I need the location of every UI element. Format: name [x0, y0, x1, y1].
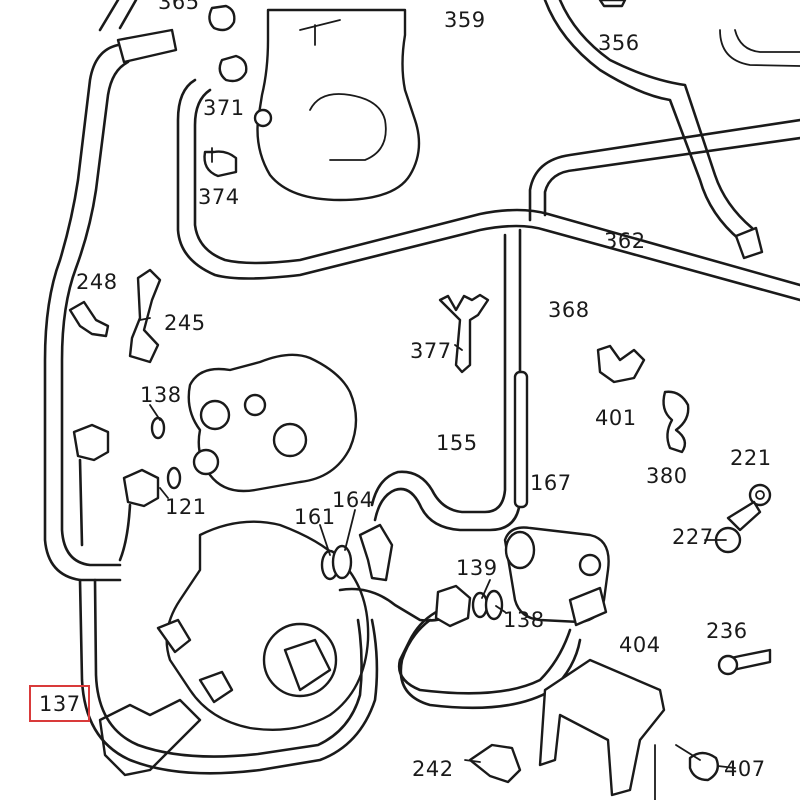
- callout-359: 359: [444, 8, 486, 32]
- callout-365: 365: [158, 0, 200, 14]
- callout-139: 139: [456, 556, 498, 580]
- callout-121: 121: [165, 495, 207, 519]
- fuel-filter: [253, 8, 421, 202]
- fuel-hoses-upper: [176, 0, 800, 302]
- callout-221: 221: [730, 446, 772, 470]
- callout-407: 407: [724, 757, 766, 781]
- leader-lines: [139, 317, 736, 800]
- callout-248: 248: [76, 270, 118, 294]
- bracket-245: [68, 268, 162, 364]
- callout-167: 167: [530, 471, 572, 495]
- callout-155: 155: [436, 431, 478, 455]
- callout-362: 362: [604, 229, 646, 253]
- hose-clamps: [203, 4, 248, 178]
- callout-138-upper: 138: [140, 383, 182, 407]
- callout-161: 161: [294, 505, 336, 529]
- sealing-rings: [320, 544, 504, 621]
- callout-404: 404: [619, 633, 661, 657]
- callout-242: 242: [412, 757, 454, 781]
- callout-377: 377: [410, 339, 452, 363]
- callout-356: 356: [598, 31, 640, 55]
- small-parts-right: [438, 293, 772, 784]
- distributor-block: [503, 526, 610, 627]
- connectors-left: [72, 423, 160, 562]
- bracket-404: [538, 658, 666, 797]
- callout-401: 401: [595, 406, 637, 430]
- callout-245: 245: [164, 311, 206, 335]
- callout-164: 164: [332, 488, 374, 512]
- callout-138-lower: 138: [503, 608, 545, 632]
- fuel-hose-center: [358, 228, 522, 582]
- callout-368: 368: [548, 298, 590, 322]
- fuel-hose-left: [43, 0, 178, 582]
- callout-380: 380: [646, 464, 688, 488]
- callout-227: 227: [672, 525, 714, 549]
- callout-374: 374: [198, 185, 240, 209]
- callout-236: 236: [706, 619, 748, 643]
- callout-371: 371: [203, 96, 245, 120]
- coolant-housing: [150, 353, 358, 493]
- callout-137-highlighted: 137: [29, 685, 90, 722]
